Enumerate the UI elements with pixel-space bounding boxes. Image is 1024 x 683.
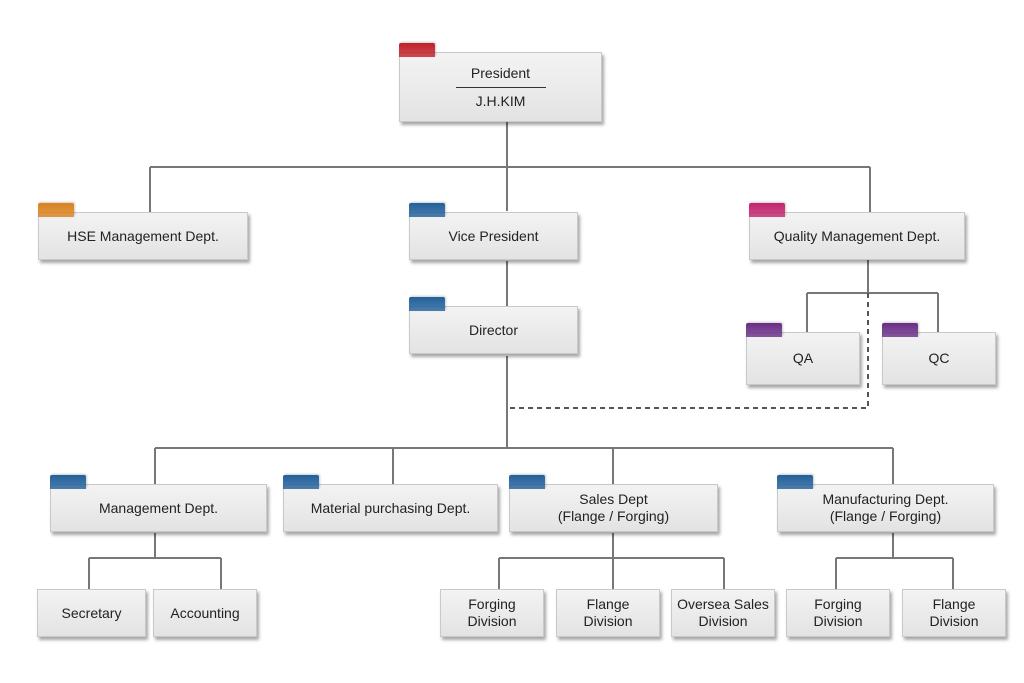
vice-president-label: Vice President — [448, 227, 539, 244]
qc-label: QC — [928, 350, 950, 366]
mfg-flange-label: Flange Division — [929, 596, 979, 629]
node-sales: Sales Dept (Flange / Forging) — [509, 475, 718, 532]
tab-management — [50, 475, 86, 489]
hse-label: HSE Management Dept. — [67, 227, 219, 244]
accounting-label: Accounting — [170, 604, 240, 621]
connector-dashed-quality-link — [510, 293, 869, 409]
node-sales-flange: Flange Division — [556, 589, 660, 637]
oversea-label: Oversea Sales Division — [677, 596, 769, 629]
tab-quality — [749, 203, 785, 217]
node-accounting: Accounting — [153, 589, 257, 637]
tab-director — [409, 297, 445, 311]
president-divider — [455, 86, 546, 88]
tab-sales — [509, 475, 545, 489]
tab-vice-president — [409, 203, 445, 217]
mfg-forging-label: Forging Division — [813, 596, 863, 629]
node-management: Management Dept. — [50, 475, 267, 532]
qa-label: QA — [792, 350, 814, 366]
solid-connectors — [88, 122, 954, 589]
tab-president — [399, 43, 435, 57]
node-secretary: Secretary — [37, 589, 146, 637]
management-label: Management Dept. — [98, 499, 219, 516]
node-qc: QC — [882, 323, 996, 385]
tab-manufacturing — [777, 475, 813, 489]
material-label: Material purchasing Dept. — [310, 499, 471, 516]
sales-label: Sales Dept (Flange / Forging) — [557, 491, 670, 524]
secretary-label: Secretary — [61, 604, 122, 621]
tab-material — [283, 475, 319, 489]
node-vice-president: Vice President — [409, 203, 578, 260]
node-mfg-flange: Flange Division — [902, 589, 1006, 637]
node-quality: Quality Management Dept. — [749, 203, 965, 260]
node-material: Material purchasing Dept. — [283, 475, 498, 532]
node-mfg-forging: Forging Division — [786, 589, 890, 637]
node-qa: QA — [746, 323, 860, 385]
sales-forging-label: Forging Division — [467, 596, 517, 629]
tab-hse — [38, 203, 74, 217]
tab-qc — [882, 323, 918, 337]
node-sales-forging: Forging Division — [440, 589, 544, 637]
quality-label: Quality Management Dept. — [773, 227, 941, 244]
node-oversea-sales: Oversea Sales Division — [671, 589, 775, 637]
director-label: Director — [468, 321, 518, 338]
president-title: President — [470, 64, 531, 81]
sales-flange-label: Flange Division — [583, 596, 633, 629]
manufacturing-label: Manufacturing Dept. (Flange / Forging) — [822, 491, 949, 524]
node-director: Director — [409, 297, 578, 354]
node-hse: HSE Management Dept. — [38, 203, 248, 260]
node-manufacturing: Manufacturing Dept. (Flange / Forging) — [777, 475, 994, 532]
node-president: President J.H.KIM — [399, 43, 602, 122]
tab-qa — [746, 323, 782, 337]
president-name: J.H.KIM — [475, 92, 526, 109]
